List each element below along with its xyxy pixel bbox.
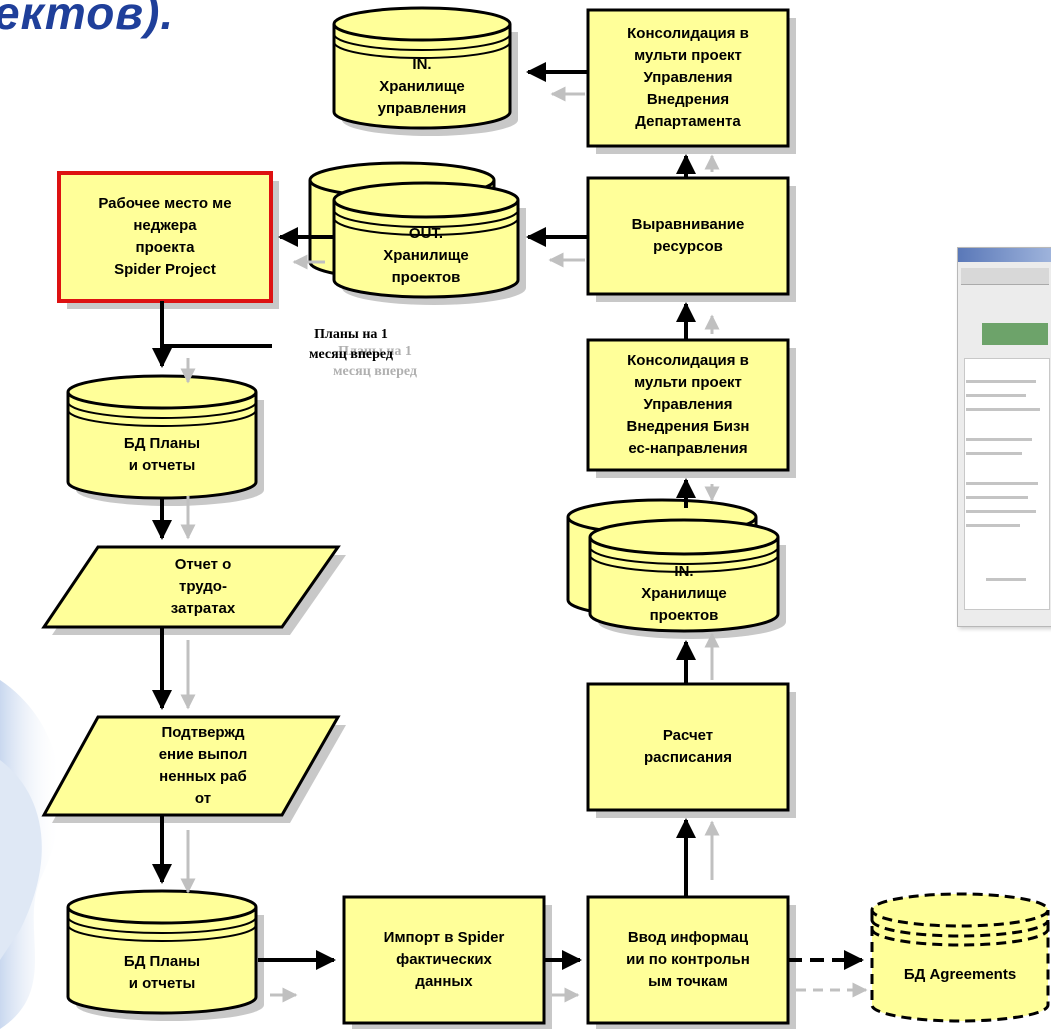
pm-workplace-label: Рабочее место ме неджера проекта Spider … [98, 195, 232, 278]
resource-leveling-node: Выравнивание ресурсов [588, 178, 788, 294]
thumbnail-header-block [982, 323, 1048, 345]
consolidation-business-box [586, 338, 790, 472]
schedule-calc-label: Расчет расписания [643, 727, 733, 766]
application-window-thumbnail [957, 247, 1051, 627]
consolidation-department-node: Консолидация в мульти проект Управления … [588, 10, 788, 146]
db-agreements-node: БД Agreements [872, 935, 1048, 1015]
checkpoint-input-box [586, 895, 790, 1025]
checkpoint-input-node: Ввод информац ии по контрольн ым точкам [588, 897, 788, 1023]
black-flow-arrows [152, 62, 864, 970]
checkpoint-input-label: Ввод информац ии по контрольн ым точкам [626, 929, 750, 990]
gray-flow-arrows [180, 86, 868, 1003]
in-management-storage-label: IN. Хранилище управления [377, 56, 467, 117]
in-management-cylinder [332, 6, 518, 136]
labor-report-node: Отчет о трудо- затратах [68, 547, 338, 627]
labor-report-shape [41, 545, 341, 629]
consolidation-business-node: Консолидация в мульти проект Управления … [588, 340, 788, 470]
import-spider-node: Импорт в Spider фактических данных [344, 897, 544, 1023]
db-plans-reports-top-node: БД Планы и отчеты [68, 412, 256, 498]
db-plans-reports-bottom-node: БД Планы и отчеты [68, 930, 256, 1016]
thumbnail-titlebar [958, 248, 1051, 262]
db-plans-reports-top-label: БД Планы и отчеты [123, 435, 201, 474]
consolidation-department-box [586, 8, 790, 148]
work-confirmation-shape [41, 715, 341, 817]
thumbnail-toolbar [961, 268, 1049, 285]
db-agreements-cylinder [870, 892, 1050, 1023]
plans-month-note: Планы на 1 месяц вперед [308, 327, 393, 362]
resource-leveling-label: Выравнивание ресурсов [631, 216, 745, 255]
db-agreements-label: БД Agreements [903, 966, 1017, 983]
plans-month-ghost-note: Планы на 1 месяц вперед [332, 344, 417, 379]
pm-workplace-box [57, 171, 273, 303]
out-projects-cylinder [308, 161, 526, 305]
labor-report-label: Отчет о трудо- затратах [170, 556, 236, 617]
consolidation-business-label: Консолидация в мульти проект Управления … [626, 352, 750, 457]
in-management-storage-node: IN. Хранилище управления [334, 44, 510, 130]
db-plans-top-cylinder [66, 374, 264, 506]
slide-title-fragment: ектов). [0, 0, 175, 39]
in-projects-storage-label: IN. Хранилище проектов [641, 563, 727, 624]
consolidation-department-label: Консолидация в мульти проект Управления … [627, 25, 749, 130]
import-spider-box [342, 895, 546, 1025]
in-projects-cylinder [566, 498, 786, 639]
pm-workplace-node: Рабочее место ме неджера проекта Spider … [59, 173, 271, 301]
work-confirmation-node: Подтвержд ение выпол ненных раб от [68, 717, 338, 815]
db-plans-bottom-cylinder [66, 889, 264, 1021]
import-spider-label: Импорт в Spider фактических данных [383, 929, 505, 990]
work-confirmation-label: Подтвержд ение выпол ненных раб от [158, 724, 248, 807]
schedule-calc-node: Расчет расписания [588, 684, 788, 810]
out-projects-storage-node: OUT. Хранилище проектов [334, 218, 518, 294]
db-plans-reports-bottom-label: БД Планы и отчеты [123, 953, 201, 992]
in-projects-storage-node: IN. Хранилище проектов [590, 556, 778, 632]
out-projects-storage-label: OUT. Хранилище проектов [383, 225, 469, 286]
resource-leveling-box [586, 176, 790, 296]
